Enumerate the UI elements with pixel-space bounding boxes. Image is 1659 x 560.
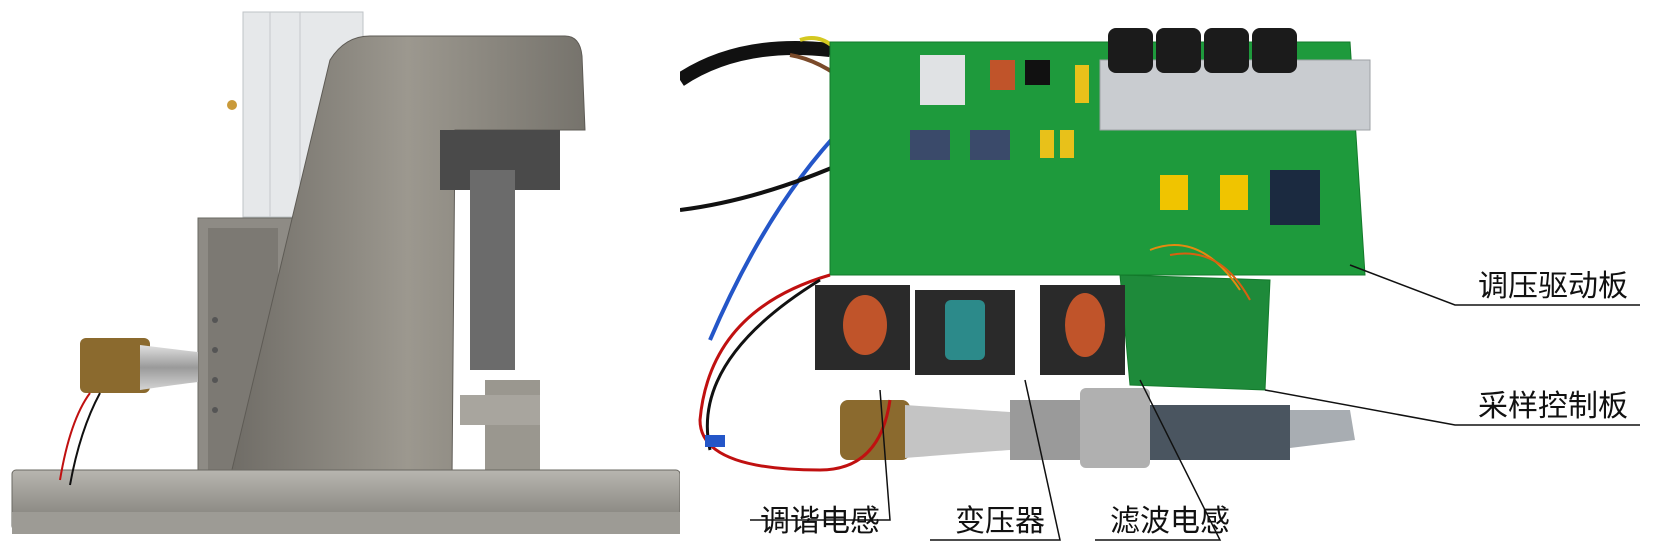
welding-machine-photo: [11, 11, 680, 534]
red-black-leads: [698, 273, 892, 472]
frame-bolts: [212, 317, 218, 413]
tuning-inductor: [815, 285, 910, 370]
driver-board: [829, 28, 1371, 276]
label-filter-inductor: 滤波电感: [1110, 504, 1230, 539]
power-supply-photo: [680, 28, 1371, 472]
filter-capacitors: [1108, 28, 1297, 73]
base-front-edge: [12, 512, 680, 534]
label-driver-board: 调压驱动板: [1478, 269, 1628, 304]
leader-line-driver-board: [1349, 264, 1640, 306]
leader-line-transformer: [930, 379, 1061, 541]
slide-assembly: [440, 130, 560, 470]
leader-line-sampling-board: [1264, 389, 1640, 426]
ultrasonic-transducer-left: [59, 338, 198, 486]
leader-line-tuning-inductor: [750, 389, 891, 521]
ultrasonic-transducer-right: [840, 388, 1355, 468]
label-tuning-inductor: 调谐电感: [760, 504, 880, 539]
label-transformer: 变压器: [955, 504, 1045, 539]
leader-line-filter-inductor: [1095, 379, 1222, 541]
c-frame: [229, 35, 586, 479]
transformer: [915, 290, 1015, 375]
label-sampling-board: 采样控制板: [1478, 389, 1628, 424]
filter-inductor: [1040, 285, 1125, 375]
